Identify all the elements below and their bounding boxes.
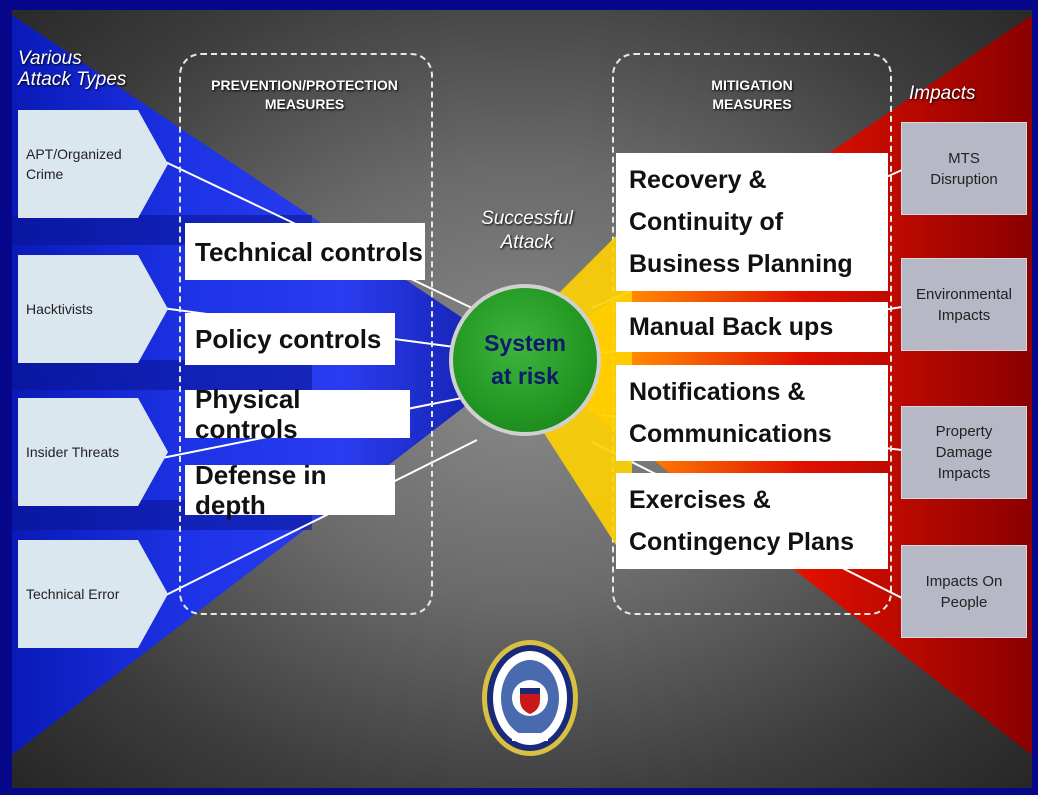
impact-on-people: Impacts On People <box>901 545 1027 638</box>
mitigation-exercises: Exercises & Contingency Plans <box>616 473 888 569</box>
mitigation-recovery: Recovery & Continuity of Business Planni… <box>616 153 888 291</box>
attack-type-hacktivists: Hacktivists <box>18 255 138 363</box>
system-at-risk-hub: System at risk <box>449 284 601 436</box>
mitigation-title: MITIGATION MEASURES <box>711 77 793 112</box>
mitigation-notifications: Notifications & Communications <box>616 365 888 461</box>
attack-types-title: Various Attack Types <box>18 48 127 90</box>
impacts-title: Impacts <box>909 83 976 104</box>
diagram-canvas: Various Attack Types Impacts PREVENTION/… <box>12 10 1032 788</box>
impact-property-damage: Property Damage Impacts <box>901 406 1027 499</box>
impact-environmental: Environmental Impacts <box>901 258 1027 351</box>
attack-type-apt: APT/Organized Crime <box>18 110 138 218</box>
attack-type-insider: Insider Threats <box>18 398 138 506</box>
attack-arrow-point <box>138 255 168 363</box>
successful-attack-label: Successful Attack <box>481 208 573 253</box>
attack-arrow-point <box>138 110 168 218</box>
impact-mts-disruption: MTS Disruption <box>901 122 1027 215</box>
prevention-box <box>179 53 433 615</box>
mitigation-manual-backups: Manual Back ups <box>616 302 888 352</box>
prevention-title: PREVENTION/PROTECTION MEASURES <box>211 77 398 112</box>
attack-arrow-point <box>138 398 168 506</box>
control-technical: Technical controls <box>185 223 425 280</box>
control-defense-in-depth: Defense in depth <box>185 460 395 520</box>
attack-type-technical-error: Technical Error <box>18 540 138 648</box>
coast-guard-seal-icon <box>482 640 578 756</box>
control-policy: Policy controls <box>185 313 395 365</box>
attack-arrow-point <box>138 540 168 648</box>
